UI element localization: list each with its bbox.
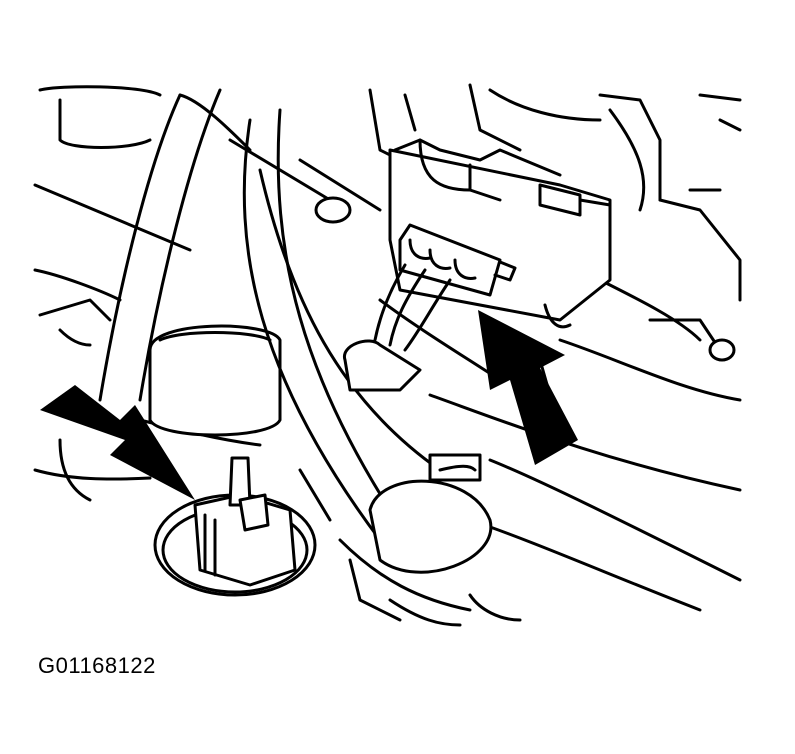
arrow-right: [478, 310, 578, 465]
lower-sensor: [153, 456, 317, 597]
bolt-head: [314, 196, 736, 362]
hoses: [98, 88, 442, 542]
engine-structure: [33, 83, 742, 627]
round-cap: [148, 324, 282, 437]
round-knob: [368, 453, 493, 574]
arrows: [40, 310, 578, 500]
upper-wires: [343, 263, 452, 392]
arrow-left: [40, 385, 195, 500]
upper-connector: [388, 138, 612, 329]
figure-id-label: G01168122: [38, 653, 156, 678]
